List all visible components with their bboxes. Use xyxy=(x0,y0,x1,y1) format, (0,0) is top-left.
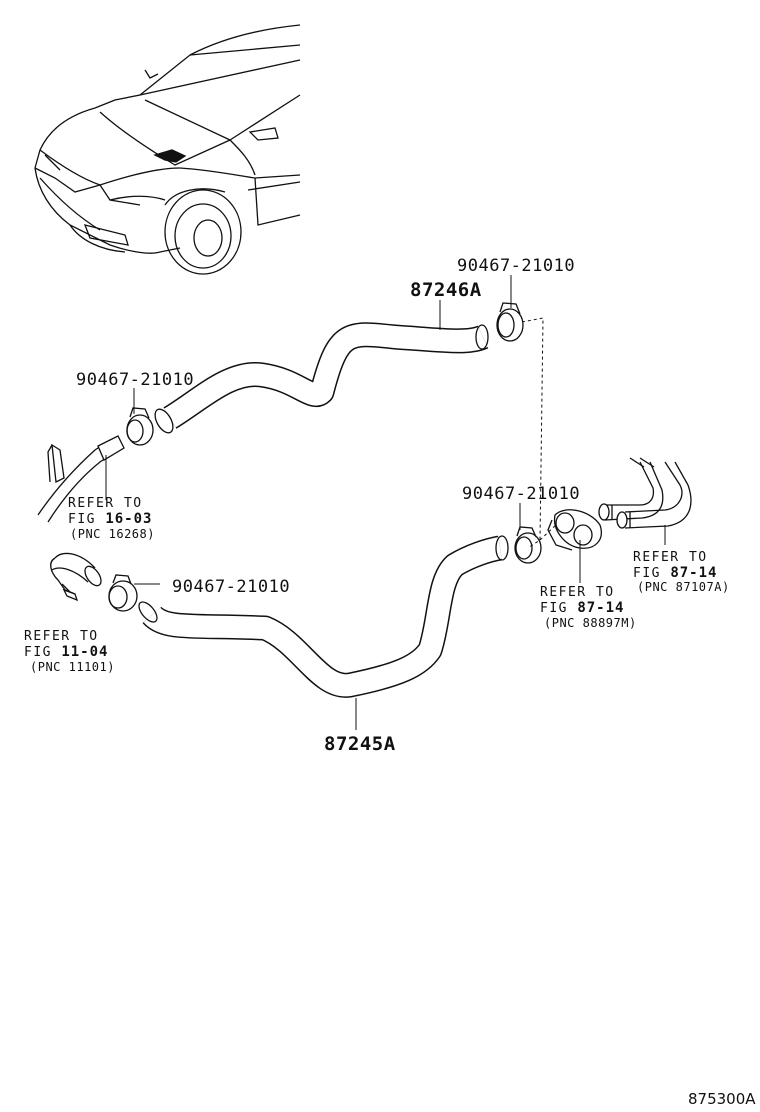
guide-dashed-grommet xyxy=(539,523,558,541)
refer-fig-16-03: REFER TO FIG 16-03 (PNC 16268) xyxy=(68,496,155,541)
part-number-clamp-left: 90467-21010 xyxy=(76,370,194,390)
grommet-icon xyxy=(547,509,602,551)
part-number-87245a: 87245A xyxy=(324,733,396,755)
part-number-clamp-mid-right: 90467-21010 xyxy=(462,484,580,504)
heater-pipe-lower-left xyxy=(50,552,102,602)
part-number-87246a: 87246A xyxy=(410,279,482,301)
hose-lower xyxy=(138,535,509,698)
heater-pipe-left xyxy=(37,435,125,523)
part-number-clamp-lower-left: 90467-21010 xyxy=(172,577,290,597)
refer-line1: REFER TO xyxy=(540,585,615,600)
refer-pnc: (PNC 87107A) xyxy=(637,580,730,594)
refer-fig-87-14-grommet: REFER TO FIG 87-14 (PNC 88897M) xyxy=(540,585,637,630)
refer-fig-number: 87-14 xyxy=(577,600,624,616)
refer-line2: FIG 11-04 xyxy=(24,644,108,660)
hose-upper xyxy=(154,322,489,434)
leader-lines xyxy=(105,275,666,730)
refer-fig-prefix: FIG xyxy=(633,566,670,581)
refer-fig-number: 11-04 xyxy=(61,644,108,660)
part-number-clamp-top-right: 90467-21010 xyxy=(457,256,575,276)
refer-pnc: (PNC 11101) xyxy=(30,660,115,674)
refer-fig-number: 87-14 xyxy=(670,565,717,581)
refer-fig-prefix: FIG xyxy=(540,601,577,616)
refer-fig-number: 16-03 xyxy=(105,511,152,527)
heater-pipe-icon xyxy=(598,457,692,529)
guide-dashed xyxy=(521,317,544,549)
refer-line2: FIG 16-03 xyxy=(68,511,152,527)
refer-fig-prefix: FIG xyxy=(68,512,105,527)
refer-fig-prefix: FIG xyxy=(24,645,61,660)
refer-line2: FIG 87-14 xyxy=(633,565,717,581)
refer-fig-87-14-pipes: REFER TO FIG 87-14 (PNC 87107A) xyxy=(633,550,730,594)
car-locator-icon xyxy=(34,24,301,275)
hose-clamp-icon xyxy=(108,302,542,612)
refer-pnc: (PNC 88897M) xyxy=(544,616,637,630)
refer-line1: REFER TO xyxy=(24,629,99,644)
refer-fig-11-04: REFER TO FIG 11-04 (PNC 11101) xyxy=(24,629,115,674)
refer-pnc: (PNC 16268) xyxy=(70,527,155,541)
refer-line1: REFER TO xyxy=(633,550,708,565)
refer-line2: FIG 87-14 xyxy=(540,600,624,616)
figure-id: 875300A xyxy=(688,1090,756,1108)
refer-line1: REFER TO xyxy=(68,496,143,511)
